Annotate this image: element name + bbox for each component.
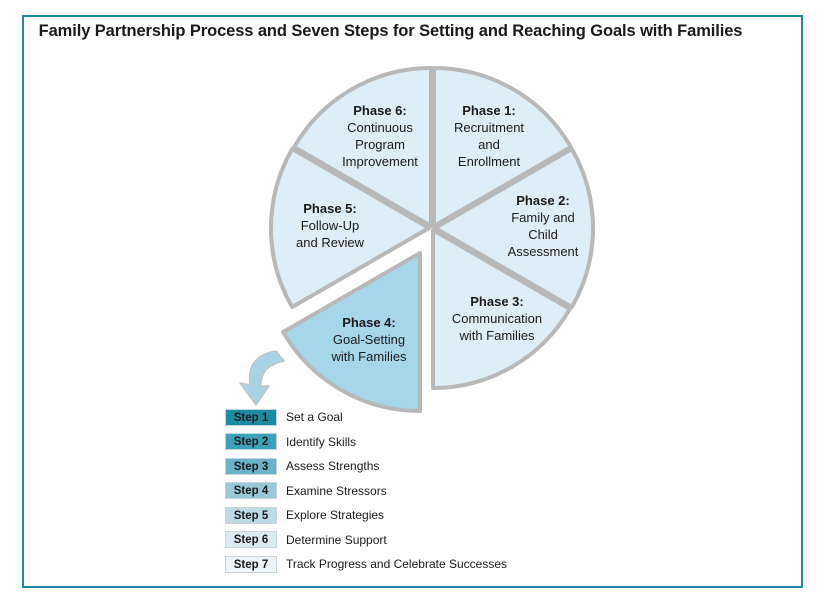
phase-3-title: Phase 3: (470, 294, 524, 309)
phase-2-label: Phase 2: Family and Child Assessment (487, 192, 599, 260)
phase-4-label: Phase 4: Goal-Setting with Families (314, 314, 424, 365)
phase-2-line-2: Child (528, 227, 558, 242)
phase-1-label: Phase 1: Recruitment and Enrollment (434, 102, 544, 170)
phase-5-line-2: and Review (296, 235, 364, 250)
phase-2-title: Phase 2: (516, 193, 570, 208)
phase-4-slice (281, 251, 422, 413)
step-row: Step 6 Determine Support (225, 528, 507, 553)
step-2-text: Identify Skills (286, 434, 357, 449)
step-row: Step 4 Examine Stressors (225, 479, 507, 504)
step-4-badge: Step 4 (225, 482, 277, 500)
step-5-text: Explore Strategies (286, 508, 385, 523)
phase-3-line-2: with Families (459, 328, 535, 343)
phase-3-slice (431, 228, 572, 390)
phase-1-slice (432, 66, 573, 228)
phase-6-line-1: Continuous (347, 120, 413, 135)
step-6-text: Determine Support (286, 532, 387, 547)
phase-5-line-1: Follow-Up (300, 218, 360, 233)
step-3-badge: Step 3 (225, 457, 277, 475)
step-1-badge: Step 1 (225, 408, 277, 426)
step-row: Step 5 Explore Strategies (225, 503, 507, 528)
step-7-text: Track Progress and Celebrate Successes (286, 557, 507, 572)
step-3-text: Assess Strengths (286, 459, 380, 474)
phase-1-line-1: Recruitment (453, 120, 525, 135)
step-1-text: Set a Goal (286, 410, 343, 425)
phase-1-line-2: and (478, 137, 500, 152)
phase-3-line-1: Communication (451, 311, 543, 326)
step-row: Step 2 Identify Skills (225, 430, 507, 455)
step-row: Step 7 Track Progress and Celebrate Succ… (225, 552, 507, 577)
phase-2-slice (433, 147, 595, 309)
step-row: Step 1 Set a Goal (225, 405, 507, 430)
step-2-badge: Step 2 (225, 433, 277, 451)
phase-2-line-1: Family and (511, 210, 575, 225)
step-5-badge: Step 5 (225, 506, 277, 524)
step-4-text: Examine Stressors (286, 483, 387, 498)
steps-list: Step 1 Set a Goal Step 2 Identify Skills… (225, 405, 507, 577)
phase-4-line-2: with Families (331, 349, 407, 364)
phase-6-label: Phase 6: Continuous Program Improvement (328, 102, 432, 170)
phase-6-slice (292, 66, 433, 228)
curved-arrow-icon (239, 350, 285, 406)
phase-1-line-3: Enrollment (457, 154, 521, 169)
phase-4-title: Phase 4: (342, 315, 396, 330)
phase-1-title: Phase 1: (462, 103, 516, 118)
phase-2-line-3: Assessment (507, 244, 579, 259)
figure-title: Family Partnership Process and Seven Ste… (38, 22, 743, 40)
step-row: Step 3 Assess Strengths (225, 454, 507, 479)
phase-6-title: Phase 6: (353, 103, 407, 118)
phase-3-label: Phase 3: Communication with Families (438, 293, 556, 344)
phase-6-line-3: Improvement (342, 154, 418, 169)
step-6-badge: Step 6 (225, 531, 277, 549)
phase-6-line-2: Program (355, 137, 405, 152)
phase-5-title: Phase 5: (303, 201, 357, 216)
phase-5-label: Phase 5: Follow-Up and Review (282, 200, 378, 251)
phase-4-line-1: Goal-Setting (332, 332, 406, 347)
phase-5-slice (269, 147, 431, 309)
step-7-badge: Step 7 (225, 555, 277, 573)
